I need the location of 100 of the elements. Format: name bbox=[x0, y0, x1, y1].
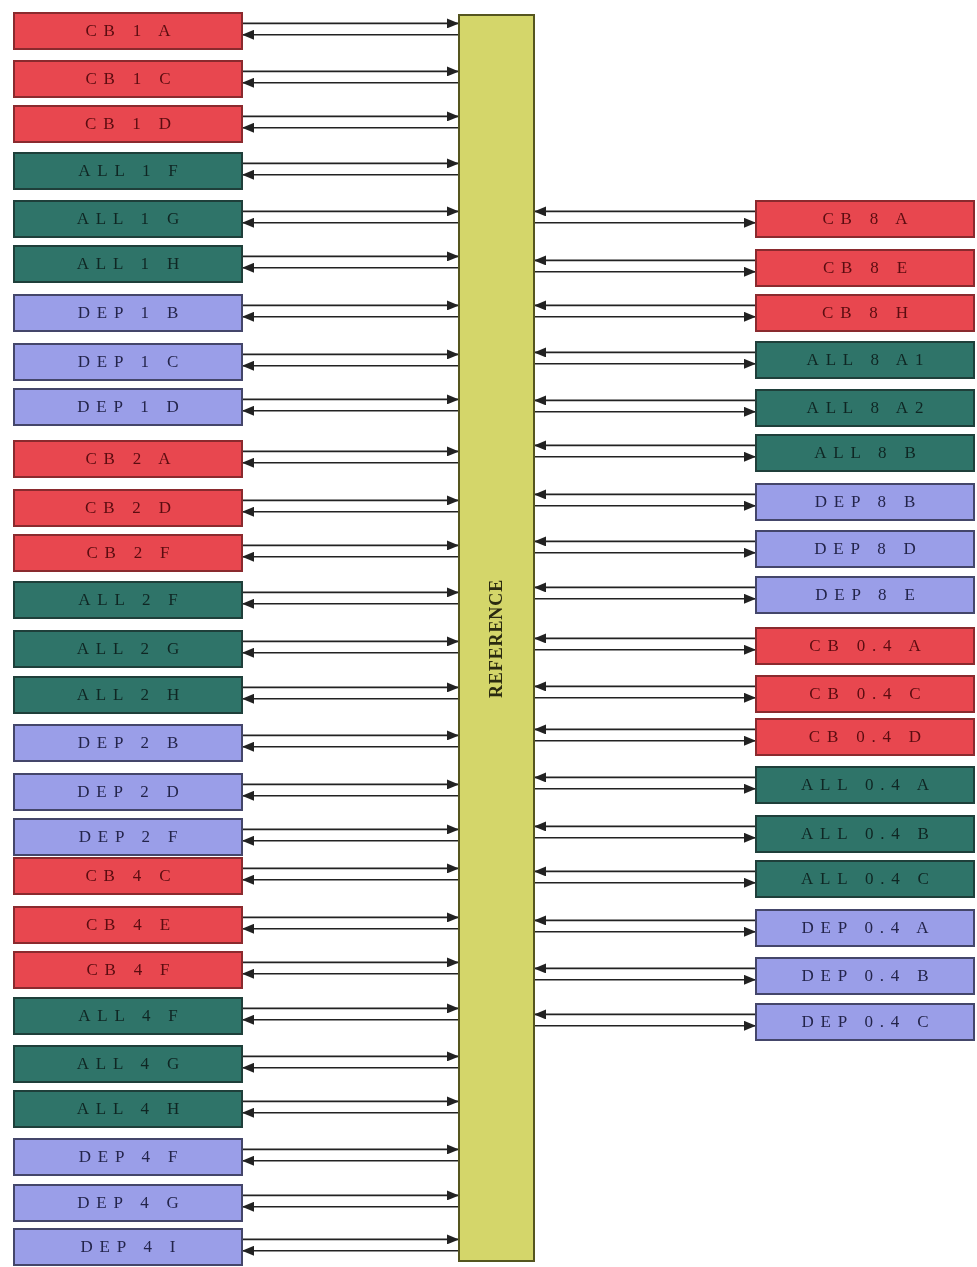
box-label: ALL 0.4 A bbox=[800, 774, 936, 797]
box-label: DEP 8 D bbox=[813, 538, 923, 561]
arrow bbox=[534, 347, 756, 358]
label-box bbox=[755, 341, 975, 379]
box-label: DEP 0.4 A bbox=[800, 917, 936, 940]
box-label: ALL 4 G bbox=[75, 1053, 187, 1076]
label-box bbox=[13, 534, 243, 572]
arrow bbox=[242, 311, 459, 322]
box-label: CB 2 F bbox=[85, 542, 177, 565]
label-box bbox=[13, 152, 243, 190]
label-box bbox=[13, 343, 243, 381]
label-box bbox=[13, 1138, 243, 1176]
box-label: CB 1 A bbox=[84, 20, 178, 43]
box-label: CB 8 H bbox=[821, 302, 915, 325]
label-box bbox=[13, 105, 243, 143]
arrow bbox=[242, 77, 459, 88]
arrow bbox=[242, 693, 459, 704]
label-box bbox=[755, 483, 975, 521]
arrow bbox=[242, 682, 459, 693]
arrow bbox=[534, 311, 756, 322]
arrow bbox=[242, 1062, 459, 1073]
box-label: CB 2 D bbox=[84, 497, 178, 520]
box-label: DEP 1 C bbox=[76, 351, 186, 374]
arrow bbox=[242, 446, 459, 457]
label-box bbox=[755, 718, 975, 756]
reference-label: REFERENCE bbox=[485, 578, 507, 698]
box-label: DEP 1 D bbox=[76, 396, 186, 419]
arrow bbox=[242, 598, 459, 609]
label-box bbox=[13, 951, 243, 989]
label-box bbox=[13, 245, 243, 283]
arrow bbox=[242, 1096, 459, 1107]
arrow bbox=[534, 963, 756, 974]
arrow bbox=[242, 1014, 459, 1025]
arrow bbox=[534, 440, 756, 451]
arrow bbox=[242, 506, 459, 517]
arrow bbox=[534, 358, 756, 369]
arrow bbox=[534, 974, 756, 985]
arrow bbox=[242, 1144, 459, 1155]
arrow bbox=[534, 821, 756, 832]
arrow bbox=[534, 206, 756, 217]
arrow bbox=[242, 874, 459, 885]
label-box bbox=[755, 815, 975, 853]
arrow bbox=[242, 495, 459, 506]
arrow bbox=[242, 29, 459, 40]
arrow bbox=[242, 18, 459, 29]
arrow bbox=[534, 395, 756, 406]
box-label: CB 8 E bbox=[821, 257, 914, 280]
box-label: CB 0.4 A bbox=[808, 635, 928, 658]
box-label: DEP 0.4 C bbox=[800, 1011, 936, 1034]
arrow bbox=[534, 772, 756, 783]
box-label: DEP 4 G bbox=[76, 1192, 186, 1215]
arrow bbox=[242, 551, 459, 562]
arrow bbox=[242, 1234, 459, 1245]
arrow bbox=[534, 300, 756, 311]
label-box bbox=[755, 530, 975, 568]
label-box bbox=[13, 1090, 243, 1128]
label-box bbox=[13, 1228, 243, 1266]
arrow bbox=[534, 866, 756, 877]
box-label: ALL 8 B bbox=[813, 442, 923, 465]
box-label: ALL 4 F bbox=[77, 1005, 185, 1028]
box-label: ALL 0.4 C bbox=[800, 868, 936, 891]
arrow bbox=[534, 644, 756, 655]
box-label: DEP 2 D bbox=[76, 781, 186, 804]
arrow bbox=[534, 735, 756, 746]
box-label: ALL 8 A2 bbox=[805, 397, 931, 420]
arrow bbox=[534, 593, 756, 604]
label-box bbox=[13, 200, 243, 238]
arrow bbox=[534, 724, 756, 735]
arrow bbox=[534, 547, 756, 558]
arrow bbox=[534, 451, 756, 462]
label-box bbox=[13, 581, 243, 619]
label-box bbox=[13, 818, 243, 856]
arrow bbox=[242, 1201, 459, 1212]
arrow bbox=[242, 349, 459, 360]
label-box bbox=[755, 957, 975, 995]
box-label: CB 1 D bbox=[84, 113, 178, 136]
arrow bbox=[242, 111, 459, 122]
arrow bbox=[242, 912, 459, 923]
box-label: CB 4 F bbox=[85, 959, 177, 982]
arrow bbox=[534, 1009, 756, 1020]
arrow bbox=[242, 1107, 459, 1118]
arrow bbox=[534, 536, 756, 547]
arrow bbox=[242, 647, 459, 658]
box-label: DEP 2 F bbox=[77, 826, 185, 849]
box-label: CB 0.4 D bbox=[807, 726, 928, 749]
arrow bbox=[534, 681, 756, 692]
arrow bbox=[242, 394, 459, 405]
arrow bbox=[242, 1003, 459, 1014]
arrow bbox=[534, 1020, 756, 1031]
arrow bbox=[534, 832, 756, 843]
label-box bbox=[755, 434, 975, 472]
label-box bbox=[755, 860, 975, 898]
box-label: ALL 1 H bbox=[75, 253, 187, 276]
label-box bbox=[13, 12, 243, 50]
arrow bbox=[242, 122, 459, 133]
box-label: ALL 4 H bbox=[75, 1098, 187, 1121]
label-box bbox=[755, 1003, 975, 1041]
arrow bbox=[534, 266, 756, 277]
label-box bbox=[13, 906, 243, 944]
arrow bbox=[242, 835, 459, 846]
